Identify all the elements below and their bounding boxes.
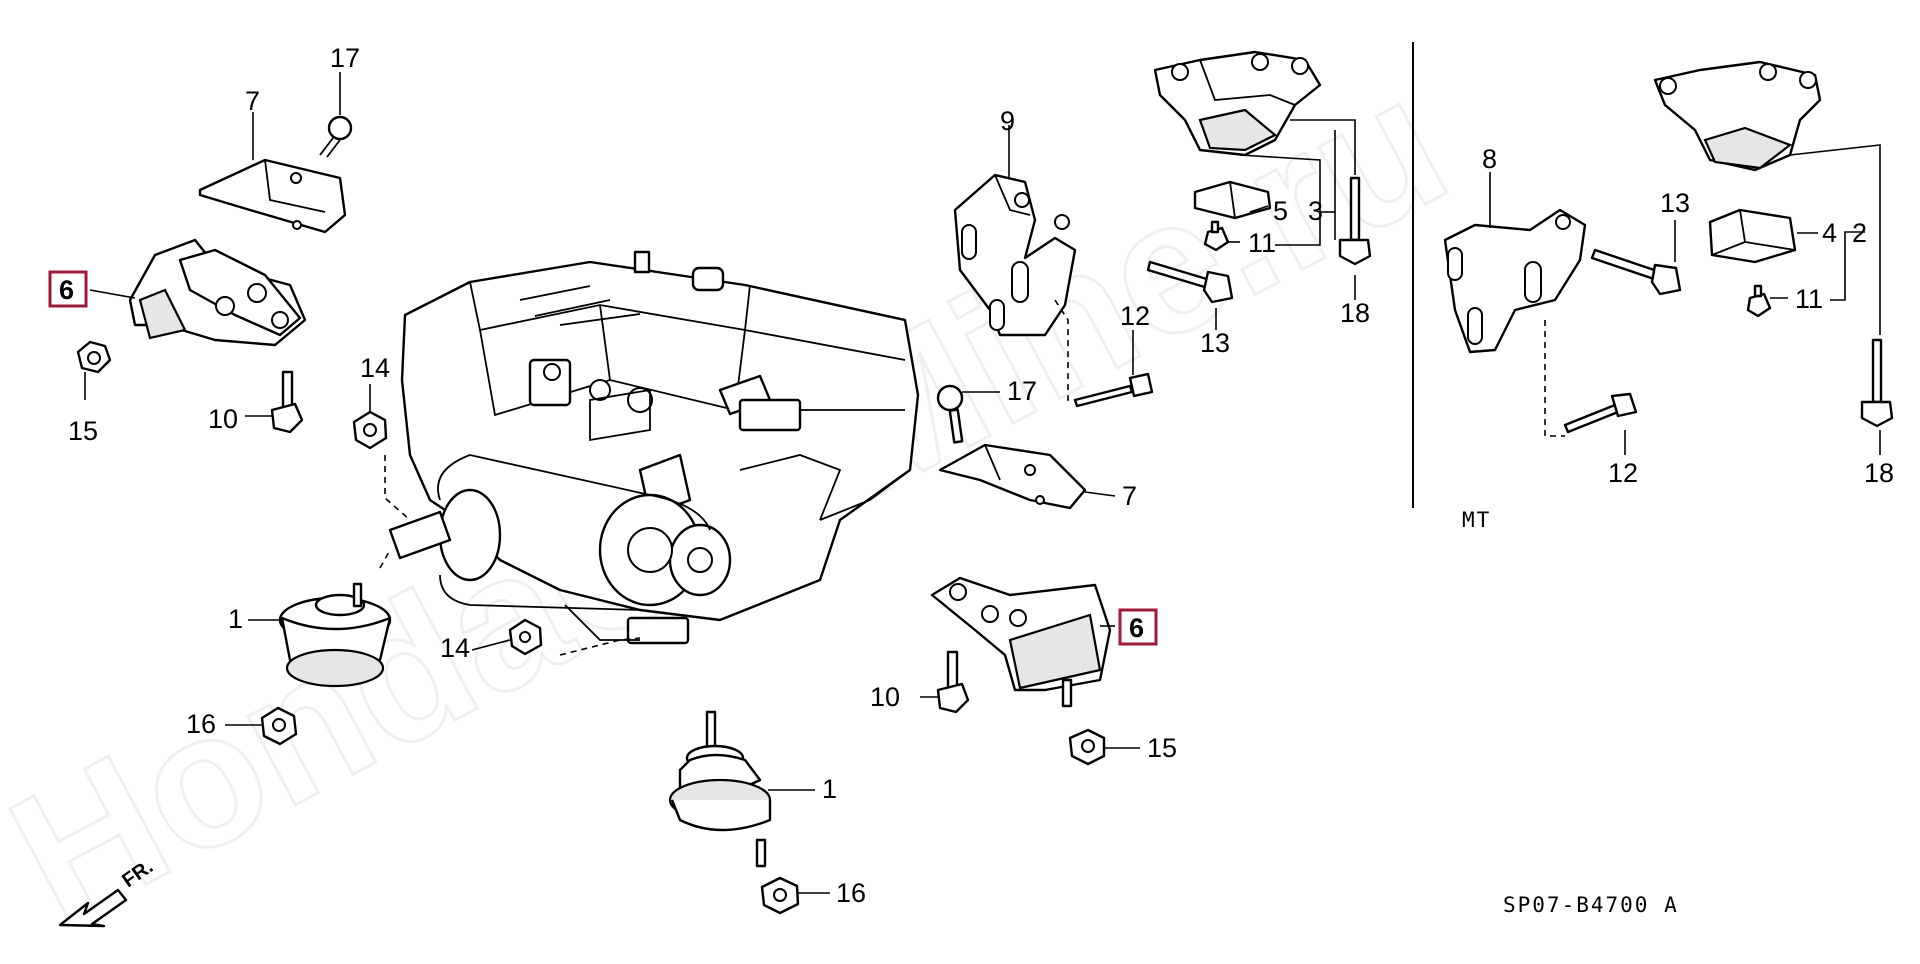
part-6-mount-left	[128, 238, 307, 347]
part-17-bolt-top-left	[319, 115, 353, 158]
callout-14-b: 14	[440, 633, 470, 663]
highlight-box-6-right	[1118, 608, 1158, 646]
callout-1-center: 1	[822, 774, 837, 804]
callout-13-a: 13	[1200, 328, 1230, 358]
part-13-bolt-a	[1146, 260, 1234, 304]
callout-11-b: 11	[1795, 284, 1823, 314]
dashed-lines	[379, 299, 1565, 656]
callout-2: 2	[1852, 218, 1867, 248]
part-3-mount-bracket	[1153, 50, 1322, 157]
callout-10-right: 10	[870, 682, 900, 712]
callout-7-left: 7	[245, 86, 260, 116]
part-13-bolt-b	[1590, 248, 1682, 296]
part-1-mount-left	[278, 582, 392, 688]
callout-13-b: 13	[1660, 188, 1690, 218]
callout-4: 4	[1822, 218, 1837, 248]
callout-18-b: 18	[1864, 458, 1894, 488]
part-6-mount-right	[930, 576, 1112, 708]
part-10-bolt-left	[270, 370, 304, 434]
part-14-nut-b	[508, 618, 543, 656]
highlight-box-6-left	[48, 270, 88, 308]
callout-3: 3	[1308, 196, 1323, 226]
part-15-nut-right	[1068, 728, 1106, 766]
part-16-nut-left	[260, 706, 298, 746]
part-12-bolt-b	[1563, 392, 1638, 434]
part-14-nut-a	[352, 410, 388, 450]
callout-12-a: 12	[1120, 301, 1150, 331]
part-12-bolt-a	[1073, 372, 1154, 408]
callout-16-left: 16	[186, 709, 216, 739]
callout-16-center: 16	[836, 878, 866, 908]
callout-6-right: 6	[1129, 613, 1144, 643]
section-label-mt: MT	[1462, 508, 1491, 532]
part-1-mount-center	[668, 710, 772, 868]
part-10-bolt-right	[936, 650, 970, 714]
part-7-bracket-right	[938, 443, 1087, 510]
callout-12-b: 12	[1608, 458, 1638, 488]
callout-18-a: 18	[1340, 298, 1370, 328]
part-2-mount-bracket	[1653, 60, 1822, 172]
part-16-nut-center	[760, 876, 800, 915]
callout-5: 5	[1273, 196, 1288, 226]
part-4-stopper	[1708, 208, 1797, 264]
figure-code: SP07-B4700 A	[1503, 893, 1679, 917]
callout-17-center: 17	[1007, 376, 1037, 406]
callout-6-left: 6	[59, 275, 74, 305]
part-5-stopper	[1193, 180, 1272, 220]
part-18-bolt-a	[1338, 176, 1372, 266]
part-17-bolt-center	[936, 384, 964, 444]
part-15-nut-left	[76, 340, 112, 374]
callout-17-top: 17	[330, 43, 360, 73]
part-11-bolt-b	[1746, 284, 1772, 318]
engine-assembly	[388, 250, 920, 645]
callout-10-left: 10	[208, 404, 238, 434]
callout-8: 8	[1482, 144, 1497, 174]
part-7-bracket-left	[198, 158, 347, 234]
callout-11-a: 11	[1248, 228, 1276, 258]
callout-9: 9	[1000, 106, 1015, 136]
part-8-bracket	[1443, 208, 1587, 354]
callout-15-right: 15	[1147, 733, 1177, 763]
callout-7-right: 7	[1122, 481, 1137, 511]
part-18-bolt-b	[1860, 338, 1894, 428]
callout-15-left: 15	[68, 416, 98, 446]
part-9-bracket	[953, 173, 1077, 337]
callout-14-a: 14	[360, 353, 390, 383]
part-11-bolt-a	[1203, 220, 1230, 252]
leader-lines	[84, 72, 1881, 894]
callout-1-left: 1	[228, 604, 243, 634]
callout-labels: 17 7 6 15 10 14 1 16 14 1 16 9 12 17 7 6…	[48, 43, 1894, 917]
